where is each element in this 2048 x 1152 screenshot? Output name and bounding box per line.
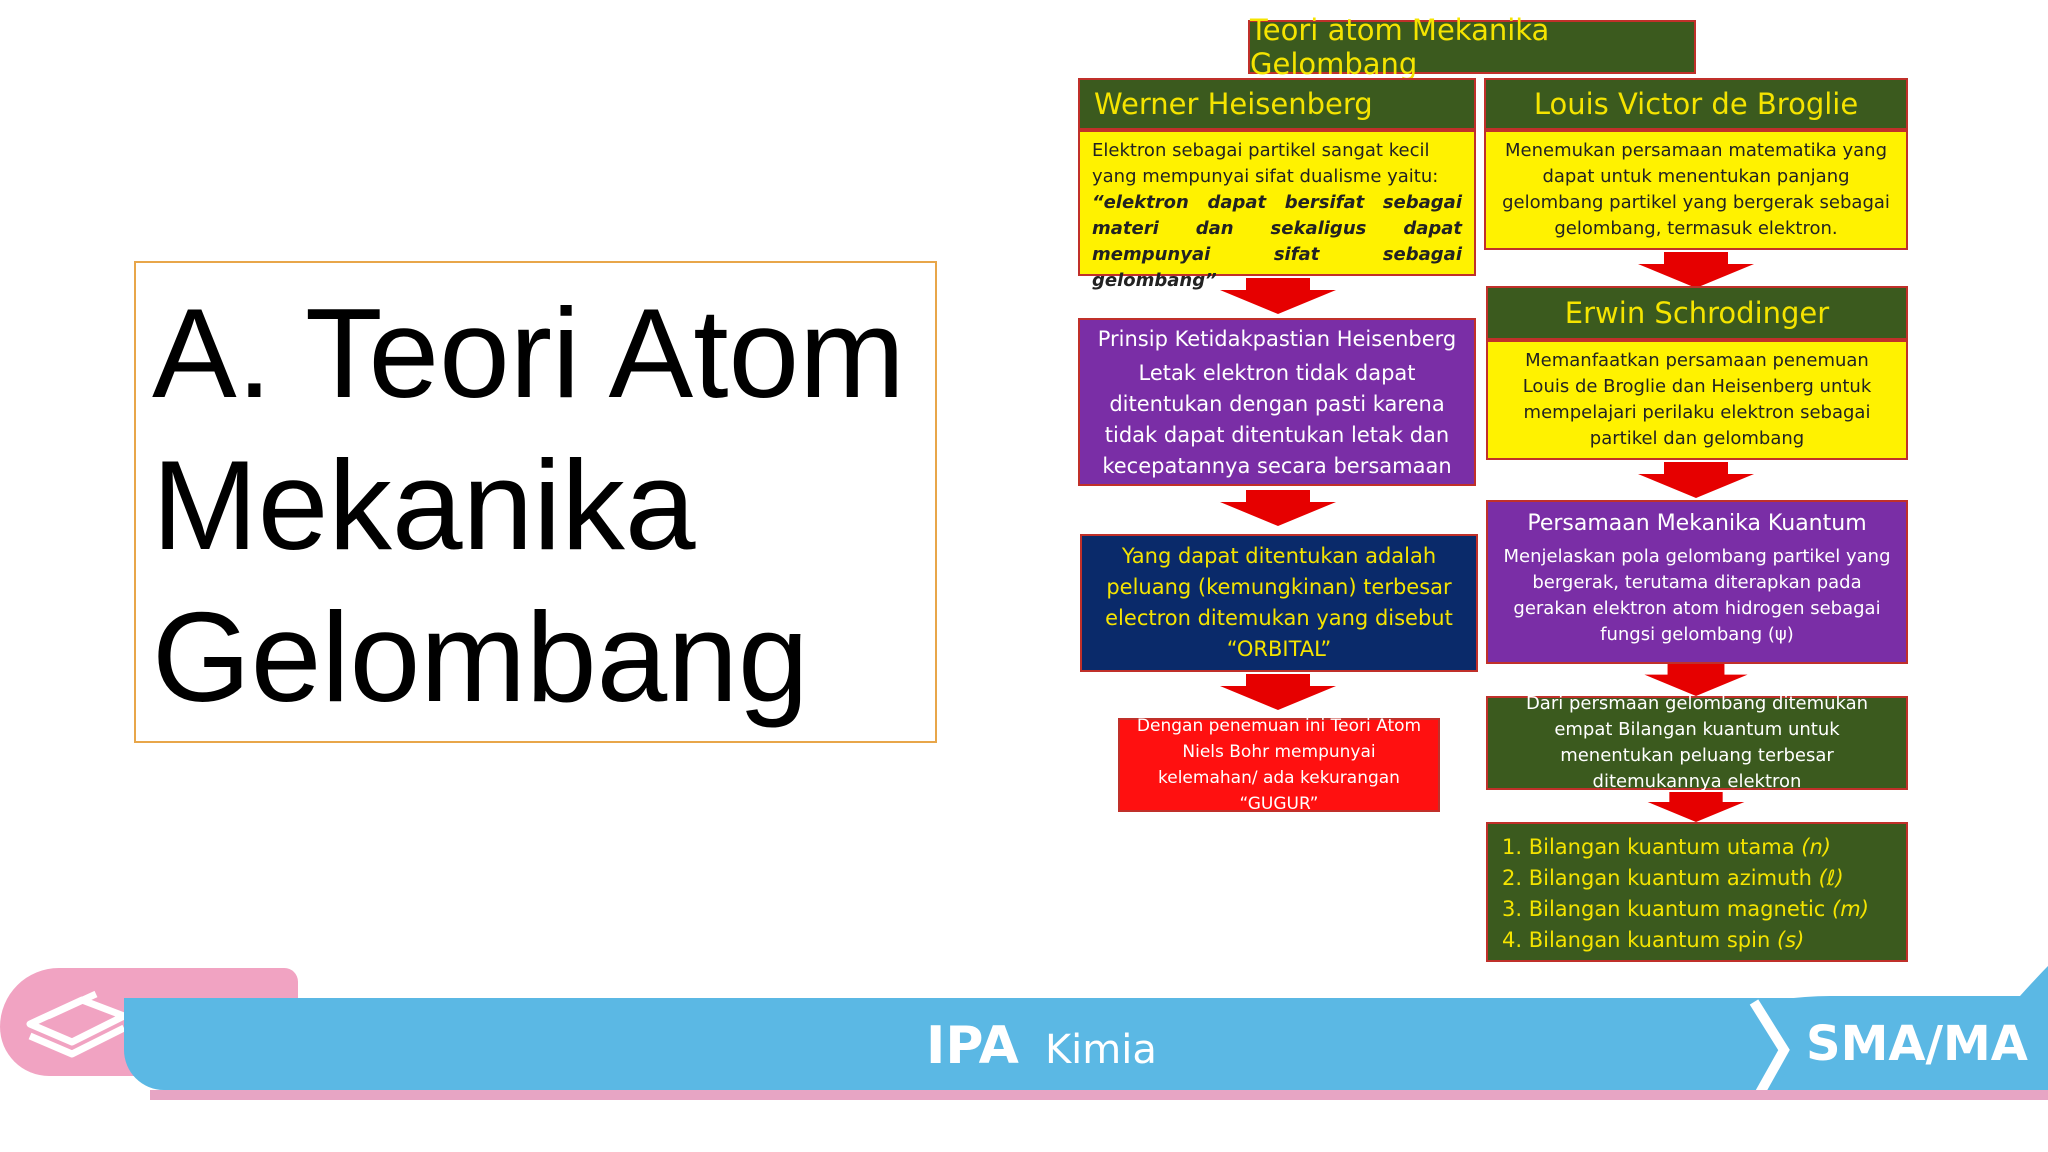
kuantum-box: Persamaan Mekanika Kuantum Menjelaskan p… (1486, 500, 1908, 664)
list-label: Bilangan kuantum azimuth (1528, 866, 1812, 890)
schrodinger-header-label: Erwin Schrodinger (1564, 296, 1830, 330)
list-num: 3. (1502, 897, 1523, 921)
gugur-box: Dengan penemuan ini Teori Atom Niels Boh… (1118, 716, 1440, 814)
broglie-header: Louis Victor de Broglie (1484, 78, 1908, 130)
banner-subject-label: IPA (926, 1016, 1019, 1076)
books-icon (26, 990, 128, 1058)
banner-level-tab (1749, 966, 2048, 1100)
list-symbol: (ℓ) (1818, 866, 1844, 890)
schrodinger-header: Erwin Schrodinger (1486, 286, 1908, 340)
list-symbol: (m) (1832, 897, 1869, 921)
title-box: A. Teori Atom Mekanika Gelombang (134, 261, 937, 743)
banner-strip (150, 1090, 2048, 1100)
arrow-down-icon (1220, 278, 1336, 314)
banner-subject: IPA Kimia (926, 1016, 1157, 1076)
list-symbol: (s) (1776, 928, 1805, 952)
list-num: 1. (1502, 835, 1523, 859)
banner-level: SMA/MA (1806, 1016, 2028, 1072)
prinsip-header: Prinsip Ketidakpastian Heisenberg (1097, 327, 1457, 351)
list-symbol: (n) (1801, 835, 1831, 859)
list-item: 1. Bilangan kuantum utama (n) (1502, 832, 1892, 863)
list-item: 4. Bilangan kuantum spin (s) (1502, 925, 1892, 956)
broglie-box: Menemukan persamaan matematika yang dapa… (1484, 130, 1908, 250)
bilangan-box: Dari persmaan gelombang ditemukan empat … (1486, 693, 1908, 792)
orbital-box: Yang dapat ditentukan adalah peluang (ke… (1080, 534, 1478, 672)
title-line-2: Mekanika (152, 434, 696, 576)
list-label: Bilangan kuantum magnetic (1528, 897, 1826, 921)
heisenberg-box: Elektron sebagai partikel sangat kecil y… (1078, 130, 1476, 291)
broglie-text: Menemukan persamaan matematika yang dapa… (1502, 140, 1890, 239)
kuantum-text: Menjelaskan pola gelombang partikel yang… (1503, 546, 1891, 645)
banner-bar (124, 998, 2048, 1090)
title-line-3: Gelombang (152, 586, 809, 728)
schrodinger-box: Memanfaatkan persamaan penemuan Louis de… (1486, 340, 1908, 460)
diagram-top-header-label: Teori atom Mekanika Gelombang (1250, 13, 1550, 81)
schrodinger-text: Memanfaatkan persamaan penemuan Louis de… (1522, 350, 1872, 449)
diagram-top-header: Teori atom Mekanika Gelombang (1248, 13, 1696, 81)
list-item: 2. Bilangan kuantum azimuth (ℓ) (1502, 863, 1892, 894)
heisenberg-header-label: Werner Heisenberg (1094, 87, 1373, 121)
arrow-down-icon (1638, 252, 1754, 288)
bilangan-text: Dari persmaan gelombang ditemukan empat … (1525, 693, 1869, 792)
list-label: Bilangan kuantum spin (1528, 928, 1771, 952)
title-line-1: A. Teori Atom (152, 282, 905, 424)
prinsip-box: Prinsip Ketidakpastian Heisenberg Letak … (1078, 318, 1476, 486)
arrow-down-icon (1220, 674, 1336, 710)
list-num: 2. (1502, 866, 1523, 890)
heisenberg-text-1: Elektron sebagai partikel sangat kecil y… (1092, 140, 1439, 187)
list-num: 4. (1502, 928, 1523, 952)
kuantum-header: Persamaan Mekanika Kuantum (1527, 510, 1867, 536)
arrow-down-icon (1220, 490, 1336, 526)
heisenberg-text-2: “elektron dapat bersifat sebagai materi … (1092, 192, 1462, 291)
orbital-text: Yang dapat ditentukan adalah peluang (ke… (1105, 544, 1453, 661)
list-item: 3. Bilangan kuantum magnetic (m) (1502, 894, 1892, 925)
prinsip-text: Letak elektron tidak dapat ditentukan de… (1102, 361, 1452, 478)
arrow-down-icon (1647, 792, 1745, 822)
arrow-down-icon (1644, 664, 1748, 696)
heisenberg-header: Werner Heisenberg (1078, 78, 1476, 130)
banner-course-label: Kimia (1044, 1027, 1157, 1073)
list-label: Bilangan kuantum utama (1528, 835, 1795, 859)
gugur-text: Dengan penemuan ini Teori Atom Niels Boh… (1136, 716, 1422, 814)
broglie-header-label: Louis Victor de Broglie (1533, 87, 1859, 121)
arrow-down-icon (1638, 462, 1754, 498)
bilangan-list: 1. Bilangan kuantum utama (n) 2. Bilanga… (1486, 822, 1908, 962)
